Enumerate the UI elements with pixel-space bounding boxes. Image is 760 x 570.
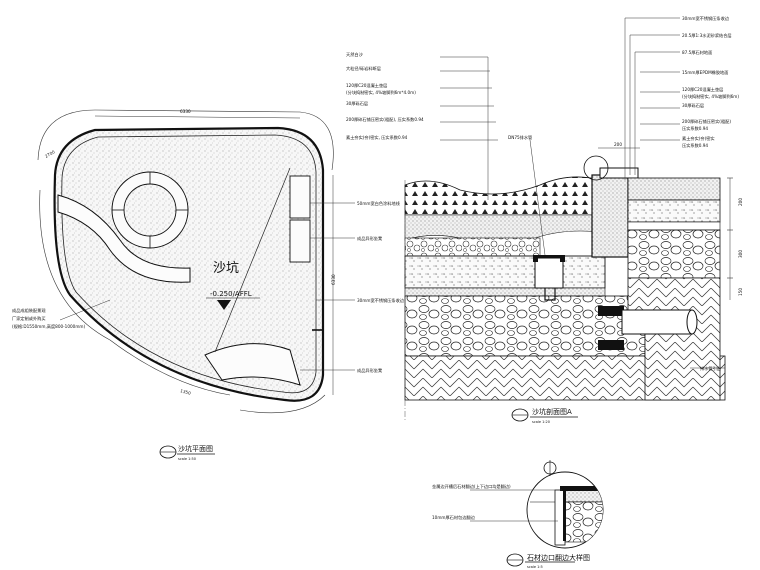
detail-view: [470, 460, 604, 567]
sec-left-1: 天然白沙: [346, 51, 364, 58]
detail-note-1: 金属边开槽后石材翻边(上下边口均是翻边): [432, 483, 511, 490]
sandpit-label: 沙坑: [213, 261, 239, 276]
dim-d3: 300: [738, 250, 743, 258]
detail-note-2: 10mm厚石材包边翻边: [432, 514, 476, 521]
sec-right-6: (分块捣制密实, 4%坡脚到6m): [682, 93, 739, 100]
stone-edge: [591, 174, 629, 258]
elevation-label: -0.250/AFFL: [210, 290, 252, 298]
plan-view: [37, 109, 355, 459]
sec-right-8: 200厚碎石铺压密实(粗配): [682, 118, 731, 125]
left-note-2: 厂家定制或外购买: [12, 315, 46, 322]
sec-right-2: 20.5厚1:3水泥砂浆结合层: [682, 32, 732, 39]
drain-label: 排水管引出: [700, 365, 721, 372]
left-note-3: (规格:D1550mm,高度800-1000mm): [12, 323, 85, 330]
dim-diag-a: 2700: [44, 149, 56, 159]
sec-right-11: 压实系数0.94: [682, 142, 708, 149]
curved-seat-bottom: [204, 343, 301, 386]
sec-right-4: 15mm厚EPDM橡胶地面: [682, 69, 728, 76]
right-seat-1: [289, 175, 311, 219]
concrete-layer: [404, 255, 606, 289]
sec-right-10: 素土夯实(夯)密实: [682, 135, 715, 142]
dim-d4: 150: [738, 288, 743, 296]
sec-left-3: 120厚C20混凝土垫层: [346, 82, 387, 89]
section-view: [404, 17, 733, 422]
section-title: 沙坑剖面图A: [532, 407, 572, 416]
sec-right-1: 30mm宽不锈钢压条收边: [682, 15, 730, 22]
plan-title: 沙坑平面图: [178, 444, 213, 453]
dim-diag-b: 1350: [180, 388, 192, 396]
sec-left-2: 大粒径/砾岩料断层: [346, 65, 381, 72]
sec-left-7: 素土夯实(夯)密实, 压实系数0.94: [346, 134, 408, 141]
curved-seat-left: [57, 194, 191, 283]
sec-left-5: 30厚砾石层: [346, 100, 368, 107]
section-scale: scale 1:20: [532, 420, 550, 424]
note-paint-strip: 50mm宽白色涂料地线: [357, 200, 401, 207]
dim-d1: 200: [614, 142, 622, 147]
note-custom-seat-2: 成品异形坐凳: [357, 367, 383, 374]
detail-scale: scale 1:5: [527, 565, 543, 569]
note-stainless-edge: 30mm宽不锈钢压条收边: [357, 297, 405, 304]
sec-right-7: 30厚砾石层: [682, 102, 704, 109]
left-note-1: 成品成组装配景观: [12, 307, 46, 314]
dim-d2: 200: [738, 198, 743, 206]
sec-left-4: (分块捣制密实, 4%坡脚到6m*4.0m): [346, 89, 416, 96]
plan-scale: scale 1:50: [178, 457, 196, 461]
pipe-label: DN75排水管: [508, 134, 532, 141]
sec-left-6: 200厚碎石铺压密实(粗配), 压实系数0.94: [346, 116, 424, 123]
outlet-pipe: [621, 309, 693, 335]
right-seat-2: [289, 219, 311, 263]
sec-right-5: 120厚C20混凝土垫层: [682, 86, 723, 93]
dim-top: 6330: [180, 109, 191, 114]
note-custom-seat: 成品异形坐凳: [357, 235, 383, 242]
sec-right-9: 压实系数0.94: [682, 125, 708, 132]
detail-title: 石材边口翻边大样图: [527, 553, 590, 562]
dim-right: 6330: [331, 274, 336, 285]
sec-right-3: 87.5厚石材地面: [682, 49, 712, 56]
